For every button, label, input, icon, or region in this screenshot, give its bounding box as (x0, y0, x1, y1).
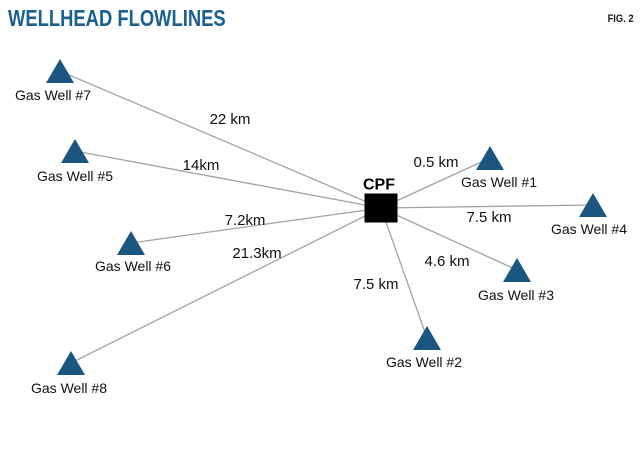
well-marker-icon-1 (46, 59, 74, 83)
cpf-marker (364, 193, 398, 223)
flowline-3 (130, 207, 382, 244)
page-title: WELLHEAD FLOWLINES (8, 5, 226, 31)
flowline-4 (70, 207, 382, 364)
well-label-3: Gas Well #6 (95, 258, 171, 274)
well-label-6: Gas Well #4 (551, 221, 627, 237)
flowline-2 (74, 150, 382, 209)
flowline-8 (380, 207, 428, 339)
well-marker-icon-3 (117, 231, 145, 255)
distance-label-5: 0.5 km (413, 154, 458, 171)
well-marker-icon-6 (579, 193, 607, 217)
distance-label-2: 14km (183, 157, 220, 174)
distance-label-6: 7.5 km (466, 209, 511, 226)
distance-label-7: 4.6 km (424, 253, 469, 270)
well-marker-icon-8 (413, 326, 441, 350)
well-marker-icon-4 (57, 351, 85, 375)
well-label-1: Gas Well #7 (15, 87, 91, 103)
flowline-5 (380, 157, 491, 209)
well-label-2: Gas Well #5 (37, 168, 113, 184)
well-label-4: Gas Well #8 (31, 380, 107, 396)
distance-label-3: 7.2km (225, 212, 266, 229)
well-marker-icon-7 (503, 258, 531, 282)
flowline-6 (380, 204, 594, 209)
well-marker-icon-5 (476, 146, 504, 170)
well-label-8: Gas Well #2 (386, 354, 462, 370)
distance-label-4: 21.3km (232, 245, 281, 262)
well-marker-icon-2 (61, 139, 89, 163)
distance-label-1: 22 km (210, 111, 251, 128)
flowline-7 (380, 207, 518, 271)
flowline-1 (59, 70, 382, 209)
well-label-5: Gas Well #1 (461, 174, 537, 190)
distance-label-8: 7.5 km (353, 276, 398, 293)
figure-number-label: FIG. 2 (608, 13, 634, 25)
well-label-7: Gas Well #3 (478, 287, 554, 303)
cpf-label: CPF (363, 177, 395, 194)
